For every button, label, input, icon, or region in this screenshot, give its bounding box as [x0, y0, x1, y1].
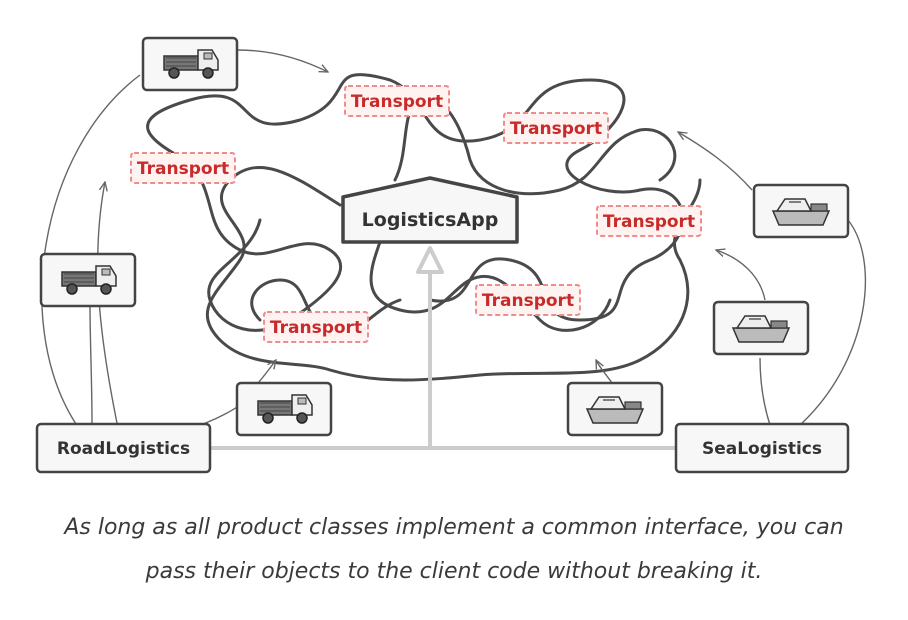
transport-tag: Transport: [263, 311, 369, 343]
transport-label: Transport: [482, 291, 574, 311]
road-logistics-label: RoadLogistics: [57, 439, 190, 459]
sea-logistics-node: SeaLogistics: [674, 422, 850, 474]
transport-label: Transport: [351, 92, 443, 112]
truck-card: [141, 36, 239, 92]
transport-tag: Transport: [475, 284, 581, 316]
road-logistics-node: RoadLogistics: [35, 422, 212, 474]
truck-card: [235, 381, 333, 437]
transport-tag: Transport: [130, 152, 236, 184]
transport-tag: Transport: [596, 205, 702, 237]
caption-line-2: pass their objects to the client code wi…: [145, 559, 763, 584]
transport-label: Transport: [603, 212, 695, 232]
inheritance-lines: [210, 272, 676, 450]
caption-line-1: As long as all product classes implement…: [64, 515, 844, 540]
logistics-app-label: LogisticsApp: [362, 209, 499, 231]
transport-tag: Transport: [344, 85, 450, 117]
transport-label: Transport: [510, 119, 602, 139]
transport-tag: Transport: [503, 112, 609, 144]
sea-logistics-label: SeaLogistics: [702, 439, 822, 459]
ship-card: [712, 300, 810, 356]
figure-caption: As long as all product classes implement…: [0, 506, 908, 594]
ship-card: [566, 381, 664, 437]
truck-card: [39, 252, 137, 308]
factory-diagram: LogisticsApp RoadLogistics SeaLogistics …: [35, 36, 867, 474]
inheritance-arrowhead: [416, 246, 444, 274]
ship-card: [752, 183, 850, 239]
transport-label: Transport: [270, 318, 362, 338]
transport-label: Transport: [137, 159, 229, 179]
logistics-app-node: LogisticsApp: [341, 176, 519, 244]
